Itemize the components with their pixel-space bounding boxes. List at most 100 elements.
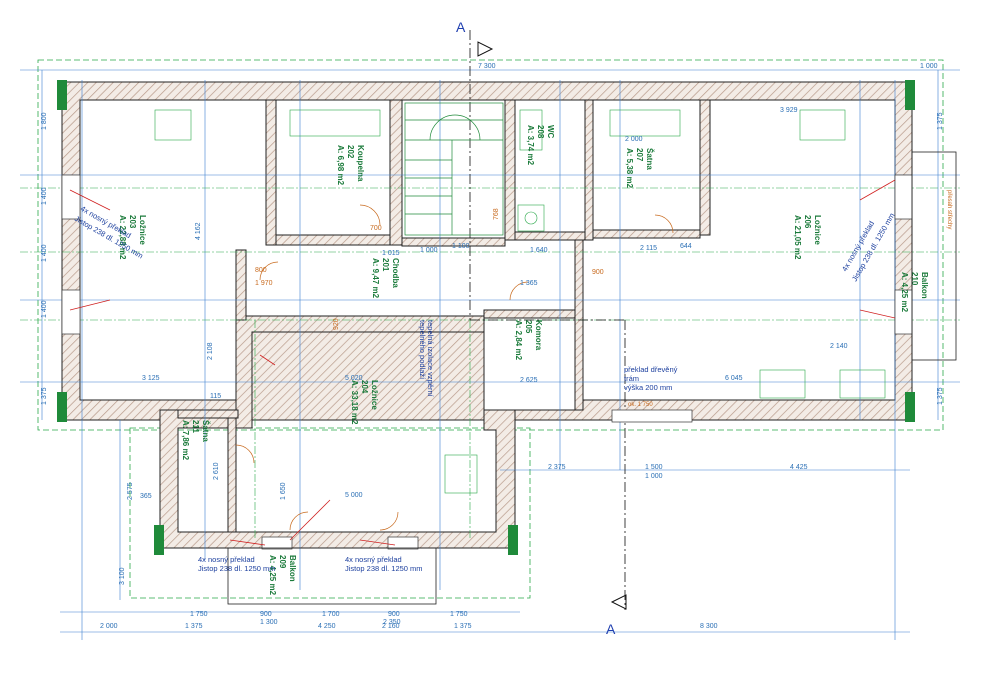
- note-beam-1: překlad dřevěný: [624, 365, 678, 374]
- room-area: A: 22,88 m2: [118, 215, 127, 260]
- room-area: A: 5,38 m2: [625, 148, 634, 189]
- section-mark-top: A: [456, 19, 466, 35]
- staircase: [404, 102, 504, 236]
- dim-int-24: 920: [333, 318, 340, 330]
- room-area: A: 4,25 m2: [268, 555, 277, 596]
- dim-int-2: 2 108: [207, 342, 214, 360]
- room-number: 207: [635, 148, 644, 162]
- room-name: Balkon: [288, 555, 297, 582]
- room-205: Komora 205 A: 2,84 m2: [514, 320, 543, 361]
- room-209: Balkon 209 A: 4,25 m2: [268, 555, 297, 596]
- room-210: Balkon 210 A: 4,25 m2: [900, 272, 929, 313]
- room-number: 204: [360, 380, 369, 394]
- note-lintel-bottom-right-1: 4x nosný překlad: [345, 555, 402, 564]
- room-name: Komora: [534, 320, 543, 351]
- room-labels: Ložnice 203 A: 22,88 m2 Koupelna 202 A: …: [118, 125, 929, 596]
- room-area: A: 6,98 m2: [336, 145, 345, 186]
- dim-int-4: 3 125: [142, 375, 160, 382]
- room-name: Ložnice: [370, 380, 379, 410]
- dim-bottom-2: 1 375: [185, 623, 203, 630]
- dim-int-16: 2 140: [830, 343, 848, 350]
- room-207: Šatna 207 A: 5,38 m2: [625, 148, 654, 189]
- dim-int-6: 6 045: [725, 375, 743, 382]
- room-name: Šatna: [201, 420, 210, 442]
- room-area: A: 9,47 m2: [371, 258, 380, 299]
- dim-left-7: 1 375: [41, 387, 48, 405]
- annotation-arrows: [69, 179, 896, 546]
- dim-int-10: 1 015: [382, 250, 400, 257]
- dim-left-4: 1 400: [41, 300, 48, 318]
- note-lintel-bottom-left-2: Jistop 238 dl. 1250 mm: [198, 564, 276, 573]
- note-insulation-2: tepelného podlaží: [418, 320, 427, 380]
- dim-bottom2-1: 1 750: [190, 611, 208, 618]
- note-window-label: ok. 1 750: [628, 402, 653, 408]
- room-area: A: 3,74 m2: [526, 125, 535, 166]
- room-number: 203: [128, 215, 137, 229]
- dim-bottom3-1: 1 300: [260, 619, 278, 626]
- room-211: Šatna 211 A: 7,86 m2: [181, 420, 210, 461]
- dim-int-15: 700: [370, 225, 382, 232]
- dim-int-9: 2 115: [640, 245, 657, 252]
- dim-bottom3-2: 2 350: [383, 619, 401, 626]
- room-name: Chodba: [391, 258, 400, 288]
- room-201: Chodba 201 A: 9,47 m2: [371, 258, 400, 299]
- room-area: A: 21,05 m2: [793, 215, 802, 260]
- dim-bottom-6: 8 300: [700, 623, 718, 630]
- grid-lines: [20, 69, 960, 640]
- dims-internal: 4 162 2 108 2 610 3 125 5 020 6 045 3 92…: [140, 107, 848, 500]
- balcony-outlines: [227, 151, 957, 605]
- dim-left-6: 3 100: [119, 567, 126, 585]
- room-206: Ložnice 206 A: 21,05 m2: [793, 215, 822, 260]
- dim-right-2: 1 375: [937, 387, 944, 405]
- room-area: A: 33,18 m2: [350, 380, 359, 425]
- note-lintel-bottom-right-2: Jistop 238 dl. 1250 mm: [345, 564, 423, 573]
- room-area: A: 4,25 m2: [900, 272, 909, 313]
- dim-int-25: 1 100: [452, 243, 470, 250]
- dim-bottom2-4: 900: [388, 611, 400, 618]
- dim-left-2: 1 400: [41, 187, 48, 205]
- dim-int-17: 1 650: [280, 482, 287, 500]
- dim-bottom-3: 4 250: [318, 623, 336, 630]
- room-number: 210: [910, 272, 919, 286]
- dim-int-18: 5 000: [345, 492, 363, 499]
- room-name: Ložnice: [138, 215, 147, 245]
- dim-left-1: 1 800: [41, 112, 48, 130]
- dim-int-22: 115: [210, 393, 221, 400]
- note-beam-2: trám: [624, 374, 639, 383]
- room-203: Ložnice 203 A: 22,88 m2: [118, 215, 147, 260]
- room-name: Balkon: [920, 272, 929, 299]
- room-number: 211: [191, 420, 200, 433]
- dim-bottom-1: 2 000: [100, 623, 118, 630]
- fixtures: [154, 109, 886, 494]
- dim-int-26: 644: [680, 243, 692, 250]
- corner-columns: [57, 80, 915, 555]
- dim-int-12: 1 640: [530, 247, 548, 254]
- dim-mid-3: 1 000: [645, 473, 663, 480]
- room-204: Ložnice 204 A: 33,18 m2: [350, 380, 379, 425]
- dim-int-23: 768: [493, 208, 500, 220]
- room-area: A: 7,86 m2: [181, 420, 190, 461]
- room-number: 208: [536, 125, 545, 139]
- section-line: [469, 30, 627, 610]
- dim-bottom2-3: 1 700: [322, 611, 340, 618]
- dim-int-5: 5 020: [345, 375, 363, 382]
- room-number: 202: [346, 145, 355, 159]
- dim-int-11: 1 000: [420, 247, 438, 254]
- note-lintel-bottom-left-1: 4x nosný překlad: [198, 555, 255, 564]
- room-number: 205: [524, 320, 533, 334]
- dim-int-8: 2 000: [625, 136, 643, 143]
- dim-mid-2: 1 500: [645, 464, 663, 471]
- dim-left-5: 2 575: [127, 482, 134, 500]
- dims-mid: 2 375 1 500 1 000 4 425: [548, 464, 808, 480]
- room-name: Koupelna: [356, 145, 365, 182]
- note-right-label: přesah střechy: [946, 190, 952, 229]
- dim-int-20: 2 625: [520, 377, 538, 384]
- dim-int-19: 1 365: [520, 280, 538, 287]
- dim-bottom-5: 1 375: [454, 623, 472, 630]
- note-beam-3: výška 200 mm: [624, 383, 672, 392]
- note-insulation-1: tepelná izolace vzpěrní: [426, 320, 435, 398]
- dims-left: 1 800 1 400 1 400 1 400 2 575 3 100 1 37…: [41, 112, 944, 585]
- dim-int-14: 800: [255, 267, 267, 274]
- walls: [61, 81, 913, 549]
